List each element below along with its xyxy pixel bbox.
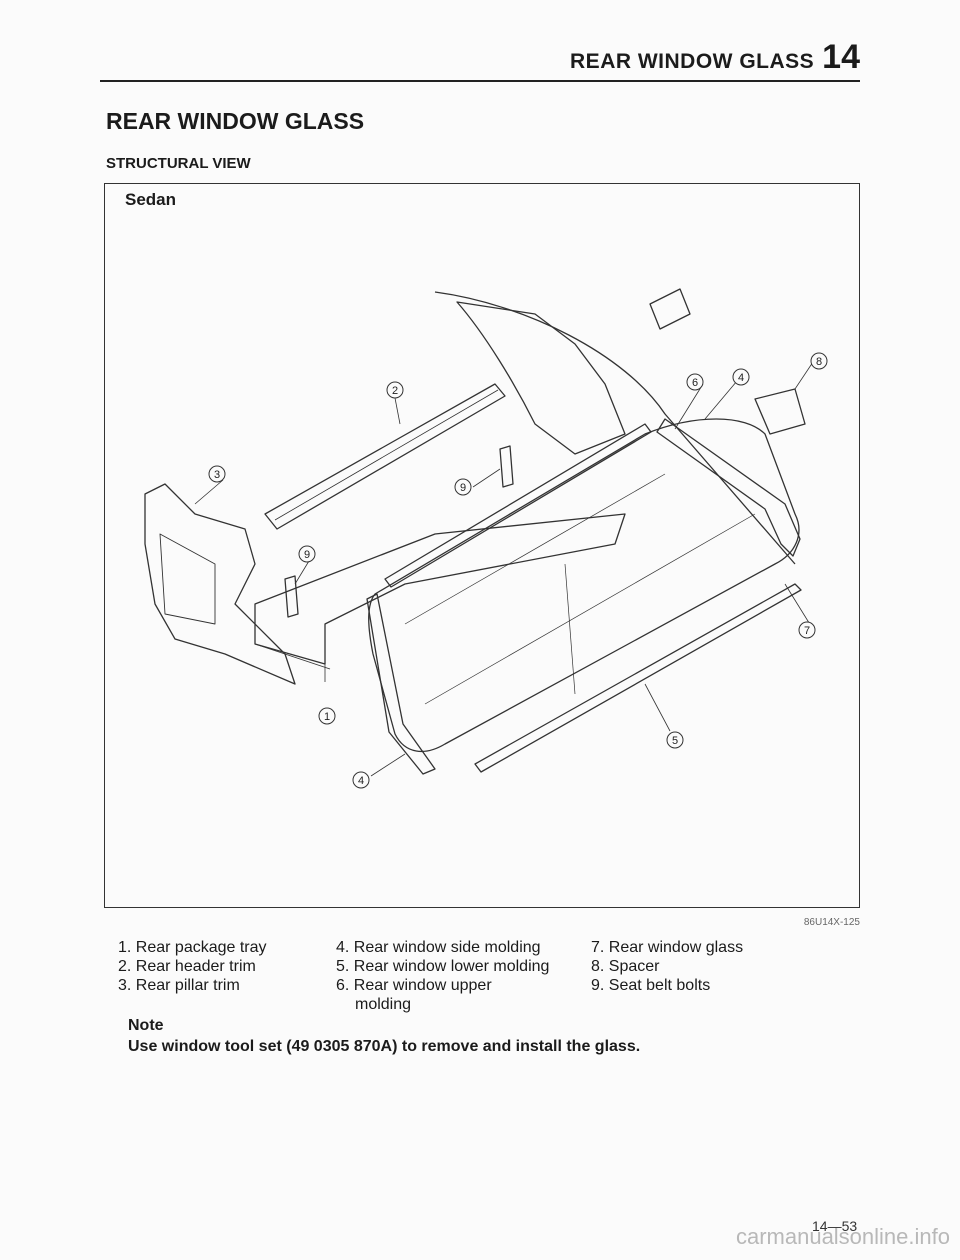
page-number: 14—53 xyxy=(812,1218,858,1234)
callout-6: 6 xyxy=(686,373,704,391)
callout-9-upper: 9 xyxy=(454,478,472,496)
rear-pillar-trim xyxy=(144,483,296,685)
rear-window-glass xyxy=(368,418,800,753)
legend-item: 6. Rear window upper xyxy=(336,977,492,994)
figure-label: Sedan xyxy=(125,190,177,209)
structural-view-figure: Sedan xyxy=(104,183,860,908)
rear-package-tray xyxy=(254,513,626,665)
legend-column-3: 7. Rear window glass 8. Spacer 9. Seat b… xyxy=(591,938,743,995)
note-label: Note xyxy=(128,1017,164,1034)
callout-1: 1 xyxy=(318,707,336,725)
callout-3: 3 xyxy=(208,465,226,483)
page-title: REAR WINDOW GLASS xyxy=(106,108,365,134)
running-head: REAR WINDOW GLASS 14 xyxy=(570,38,860,77)
legend-item: 9. Seat belt bolts xyxy=(591,977,711,994)
legend-item: 5. Rear window lower molding xyxy=(336,958,550,975)
spacer xyxy=(754,388,806,435)
header-rule xyxy=(100,80,860,82)
watermark: carmanualsonline.info xyxy=(735,1224,950,1249)
svg-text:4: 4 xyxy=(358,775,364,787)
legend-item: 2. Rear header trim xyxy=(118,958,256,975)
svg-text:7: 7 xyxy=(804,625,810,637)
exploded-diagram: 1 2 3 4 4 5 6 7 8 9 9 xyxy=(144,288,828,789)
figure-code: 86U14X-125 xyxy=(803,917,860,928)
svg-text:6: 6 xyxy=(692,377,698,389)
note-text: Use window tool set (49 0305 870A) to re… xyxy=(128,1038,641,1055)
seat-belt-bolt-upper xyxy=(499,445,514,488)
rear-window-side-molding-left xyxy=(366,593,436,775)
svg-text:2: 2 xyxy=(392,385,398,397)
callout-9-lower: 9 xyxy=(298,545,316,563)
body-pillar-outline xyxy=(456,301,626,455)
body-roof-edge xyxy=(434,291,796,565)
callout-4-left: 4 xyxy=(352,771,370,789)
running-head-title: REAR WINDOW GLASS xyxy=(570,50,815,73)
callout-5: 5 xyxy=(666,731,684,749)
svg-text:9: 9 xyxy=(460,482,466,494)
chapter-number: 14 xyxy=(822,38,860,76)
svg-text:9: 9 xyxy=(304,549,310,561)
callout-2: 2 xyxy=(386,381,404,399)
rear-window-lower-molding xyxy=(474,583,802,773)
svg-text:3: 3 xyxy=(214,469,220,481)
rear-window-side-molding-right xyxy=(656,418,801,557)
legend-column-1: 1. Rear package tray 2. Rear header trim… xyxy=(118,938,267,995)
legend-item-continuation: molding xyxy=(355,996,412,1013)
legend-column-2: 4. Rear window side molding 5. Rear wind… xyxy=(336,938,549,1014)
callout-7: 7 xyxy=(798,621,816,639)
svg-text:4: 4 xyxy=(738,372,744,384)
legend-item: 4. Rear window side molding xyxy=(336,939,541,956)
callout-4-right: 4 xyxy=(732,368,750,386)
legend-item: 8. Spacer xyxy=(591,958,660,975)
svg-text:1: 1 xyxy=(324,711,330,723)
section-title: STRUCTURAL VIEW xyxy=(106,155,251,172)
seat-belt-bolt-lower xyxy=(284,575,299,618)
legend-item: 3. Rear pillar trim xyxy=(118,977,240,994)
callout-8: 8 xyxy=(810,352,828,370)
rear-window-upper-molding xyxy=(384,423,652,588)
rear-header-trim xyxy=(264,383,506,530)
svg-text:8: 8 xyxy=(816,356,822,368)
svg-text:5: 5 xyxy=(672,735,678,747)
legend-item: 1. Rear package tray xyxy=(118,939,267,956)
legend-item: 7. Rear window glass xyxy=(591,939,744,956)
